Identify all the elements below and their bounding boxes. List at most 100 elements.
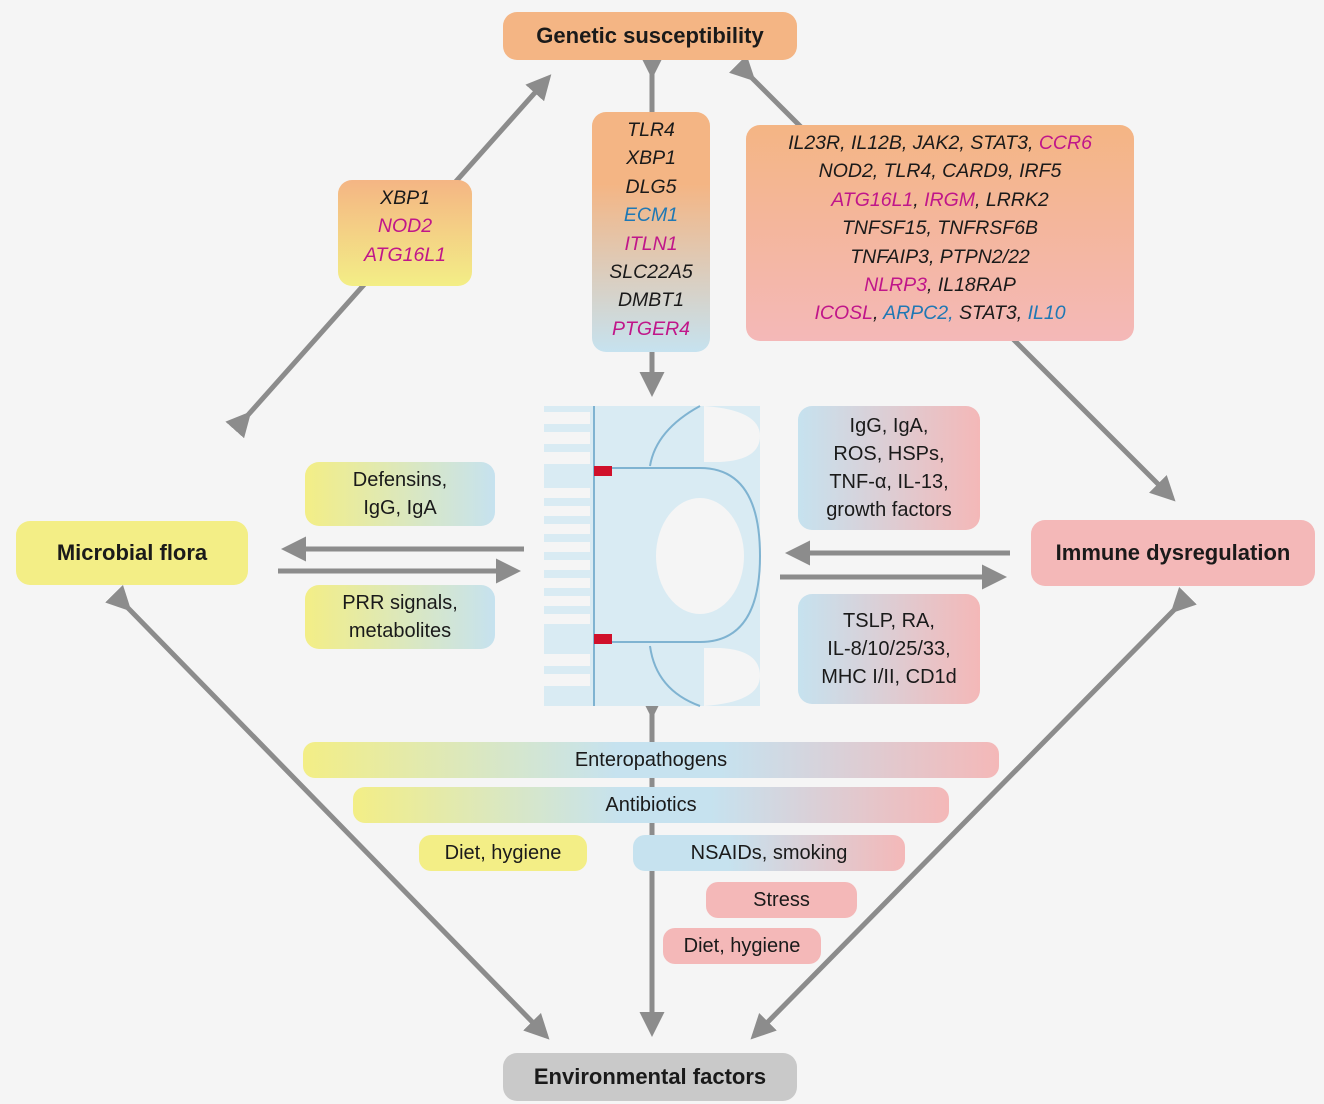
env-stress-label: Stress — [753, 888, 810, 911]
gene-name: , — [975, 188, 986, 211]
gene-name: , — [872, 160, 884, 183]
gene-name: TLR4 — [883, 160, 932, 183]
molecule-line: metabolites — [348, 620, 452, 642]
gene-name: , — [1028, 132, 1039, 154]
molecule-line: growth factors — [826, 499, 952, 521]
env-nsaids-label: NSAIDs, smoking — [690, 841, 848, 864]
gene-name: , — [1016, 302, 1028, 325]
gene-name: XBP1 — [626, 147, 676, 170]
gene-line: ECM1 — [592, 201, 710, 229]
env-enteropathogens: Enteropathogens — [303, 742, 999, 778]
node-environmental-label: Environmental factors — [533, 1064, 767, 1089]
gene-line: NOD2 — [338, 212, 472, 240]
gene-name: , — [931, 160, 943, 183]
env-antibiotics-label: Antibiotics — [605, 793, 697, 816]
gene-line: TNFSF15, TNFRSF6B — [746, 214, 1134, 242]
molecule-line: IgG, IgA — [363, 497, 437, 519]
gene-name: JAK2 — [912, 132, 960, 154]
gene-line: TNFAIP3, PTPN2/22 — [746, 243, 1134, 271]
gene-name: , — [928, 245, 940, 268]
env-diet-hygiene-label: Diet, hygiene — [444, 841, 562, 864]
node-genetic-label: Genetic susceptibility — [536, 23, 764, 48]
gene-name: ICOSL — [814, 302, 873, 325]
gene-name: , — [926, 274, 938, 297]
gene-name: CARD9 — [942, 160, 1009, 183]
gene-name: TNFRSF6B — [937, 217, 1039, 240]
node-microbial-flora: Microbial flora — [16, 521, 248, 585]
gene-name: ATG16L1 — [831, 188, 914, 211]
gene-name: NOD2 — [818, 160, 873, 183]
arrow-microbial-environmental — [105, 584, 550, 1040]
gene-name: ATG16L1 — [363, 243, 447, 266]
gene-name: LRRK2 — [985, 188, 1049, 211]
gene-name: , — [959, 132, 971, 154]
node-immune-label: Immune dysregulation — [1055, 540, 1291, 565]
env-enteropathogens-label: Enteropathogens — [574, 748, 728, 771]
gene-line: ITLN1 — [592, 230, 710, 258]
gene-line: DMBT1 — [592, 286, 710, 314]
tight-junction-top — [594, 466, 612, 476]
gene-name: DLG5 — [625, 175, 677, 198]
gene-name: , — [926, 217, 938, 240]
molecule-line: ROS, HSPs, — [833, 443, 945, 465]
gene-name: , — [872, 302, 884, 325]
node-immune-dysregulation: Immune dysregulation — [1031, 520, 1315, 586]
gene-name: IL23R — [788, 132, 841, 154]
env-stress: Stress — [706, 882, 857, 918]
molecule-line: IL-8/10/25/33, — [827, 638, 951, 660]
molecule-line: TSLP, RA, — [843, 610, 935, 632]
env-diet-hygiene-immune: Diet, hygiene — [663, 928, 821, 964]
gene-line: NOD2, TLR4, CARD9, IRF5 — [746, 157, 1134, 185]
gene-name: IRGM — [924, 188, 976, 211]
arrow-immune-environmental — [750, 586, 1197, 1040]
gene-name: DMBT1 — [617, 289, 685, 312]
molecules-prr-signals: PRR signals, metabolites — [305, 585, 495, 649]
gene-line: SLC22A5 — [592, 258, 710, 286]
gene-name: STAT3 — [958, 302, 1017, 325]
gene-line: ICOSL, ARPC2, STAT3, IL10 — [746, 299, 1134, 327]
molecules-igg-ros: IgG, IgA, ROS, HSPs, TNF-α, IL-13, growt… — [798, 406, 980, 530]
gene-line: NLRP3, IL18RAP — [746, 271, 1134, 299]
gene-name: PTPN2/22 — [939, 245, 1030, 268]
env-diet-hygiene-label: Diet, hygiene — [683, 934, 801, 957]
gene-name: TNFSF15 — [841, 217, 927, 240]
gene-name: , IL12B, — [840, 132, 913, 154]
gene-line: ATG16L1, IRGM, LRRK2 — [746, 186, 1134, 214]
gene-name: ECM1 — [623, 204, 679, 227]
molecules-tslp: TSLP, RA, IL-8/10/25/33, MHC I/II, CD1d — [798, 594, 980, 704]
gene-name: IRF5 — [1019, 160, 1062, 183]
env-antibiotics: Antibiotics — [353, 787, 949, 823]
gene-name: NLRP3 — [864, 274, 927, 297]
gene-name: IL10 — [1027, 302, 1066, 325]
molecule-line: Defensins, — [352, 469, 448, 491]
gene-line: TLR4 — [592, 116, 710, 144]
epithelium-illustration — [544, 405, 762, 707]
node-environmental-factors: Environmental factors — [503, 1053, 797, 1101]
molecule-line: TNF-α, IL-13, — [829, 471, 949, 493]
gene-line: DLG5 — [592, 173, 710, 201]
tight-junction-bottom — [594, 634, 612, 644]
gene-name: PTGER4 — [611, 317, 691, 340]
gene-name: CCR6 — [1038, 132, 1092, 154]
gene-line: PTGER4 — [592, 315, 710, 343]
gene-line: XBP1 — [338, 184, 472, 212]
gene-name: XBP1 — [380, 187, 430, 209]
molecule-line: IgG, IgA, — [849, 415, 929, 437]
gene-name: TLR4 — [627, 119, 675, 141]
gene-name: , — [1008, 160, 1020, 183]
molecule-line: MHC I/II, CD1d — [821, 666, 957, 688]
gene-line: XBP1 — [592, 144, 710, 172]
gene-line: IL23R, IL12B, JAK2, STAT3, CCR6 — [746, 129, 1134, 157]
gene-name: STAT3 — [970, 132, 1028, 154]
gene-name: NOD2 — [377, 215, 433, 238]
gene-name: IL18RAP — [937, 274, 1016, 297]
node-microbial-label: Microbial flora — [56, 540, 208, 565]
gene-name: TNFAIP3 — [850, 245, 929, 268]
env-nsaids-smoking: NSAIDs, smoking — [633, 835, 905, 871]
gene-line: ATG16L1 — [338, 241, 472, 269]
node-genetic-susceptibility: Genetic susceptibility — [503, 12, 797, 60]
gene-name: ITLN1 — [624, 232, 678, 255]
